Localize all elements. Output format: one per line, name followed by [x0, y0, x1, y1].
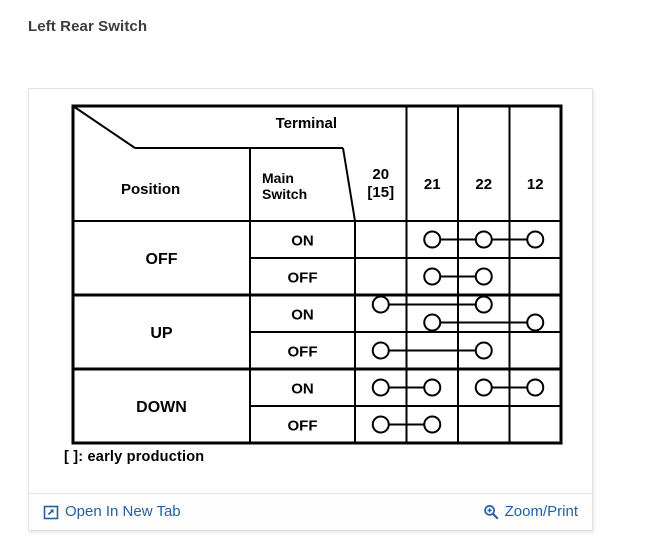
terminal-node-22-row4 — [474, 378, 493, 397]
terminal-col-header-20: 20 — [372, 166, 389, 183]
terminal-node-21-row5 — [423, 415, 442, 434]
terminal-col-header-22: 22 — [475, 176, 492, 193]
open-in-new-tab-label: Open In New Tab — [65, 503, 181, 520]
position-cell-down: DOWN — [136, 399, 187, 416]
terminal-node-21-row4 — [423, 378, 442, 397]
terminal-node-20-row2 — [371, 295, 390, 314]
terminal-node-12-row2 — [526, 313, 545, 332]
terminal-header-label: Terminal — [276, 115, 337, 132]
terminal-node-20-row3 — [371, 341, 390, 360]
main-switch-cell-3: OFF — [288, 344, 318, 361]
early-production-note: [ ]: early production — [64, 449, 205, 465]
external-link-icon — [43, 504, 59, 520]
zoom-print-link[interactable]: Zoom/Print — [483, 503, 578, 520]
position-cell-up: UP — [150, 325, 173, 342]
terminal-node-22-row2 — [474, 295, 493, 314]
terminal-node-22-row3 — [474, 341, 493, 360]
terminal-col-subheader-20: [15] — [367, 184, 394, 201]
magnifier-plus-icon — [483, 504, 499, 520]
terminal-node-21-row2 — [423, 313, 442, 332]
zoom-print-label: Zoom/Print — [504, 503, 578, 520]
position-header-label: Position — [121, 181, 180, 198]
terminal-node-22-row1 — [474, 267, 493, 286]
page-title: Left Rear Switch — [28, 18, 148, 35]
position-cell-off: OFF — [146, 251, 178, 268]
main-switch-header-line2: Switch — [262, 186, 307, 202]
terminal-node-12-row0 — [526, 230, 545, 249]
corner-diagonal-upper — [72, 105, 136, 149]
card-footer: Open In New Tab Zoom/Print — [29, 493, 592, 530]
terminal-node-21-row1 — [423, 267, 442, 286]
main-switch-cell-5: OFF — [288, 418, 318, 435]
terminal-node-22-row0 — [474, 230, 493, 249]
terminal-node-20-row5 — [371, 415, 390, 434]
terminal-node-20-row4 — [371, 378, 390, 397]
main-switch-cell-0: ON — [291, 233, 314, 250]
main-switch-cell-2: ON — [291, 307, 314, 324]
table-outer-border — [71, 104, 563, 445]
terminal-node-12-row4 — [526, 378, 545, 397]
main-switch-cell-1: OFF — [288, 270, 318, 287]
terminal-col-header-12: 12 — [527, 176, 544, 193]
main-switch-header-line1: Main — [262, 170, 294, 186]
terminal-col-header-21: 21 — [424, 176, 441, 193]
terminal-node-21-row0 — [423, 230, 442, 249]
main-switch-cell-4: ON — [291, 381, 314, 398]
corner-diagonal-lower — [342, 147, 356, 222]
open-in-new-tab-link[interactable]: Open In New Tab — [43, 503, 181, 520]
